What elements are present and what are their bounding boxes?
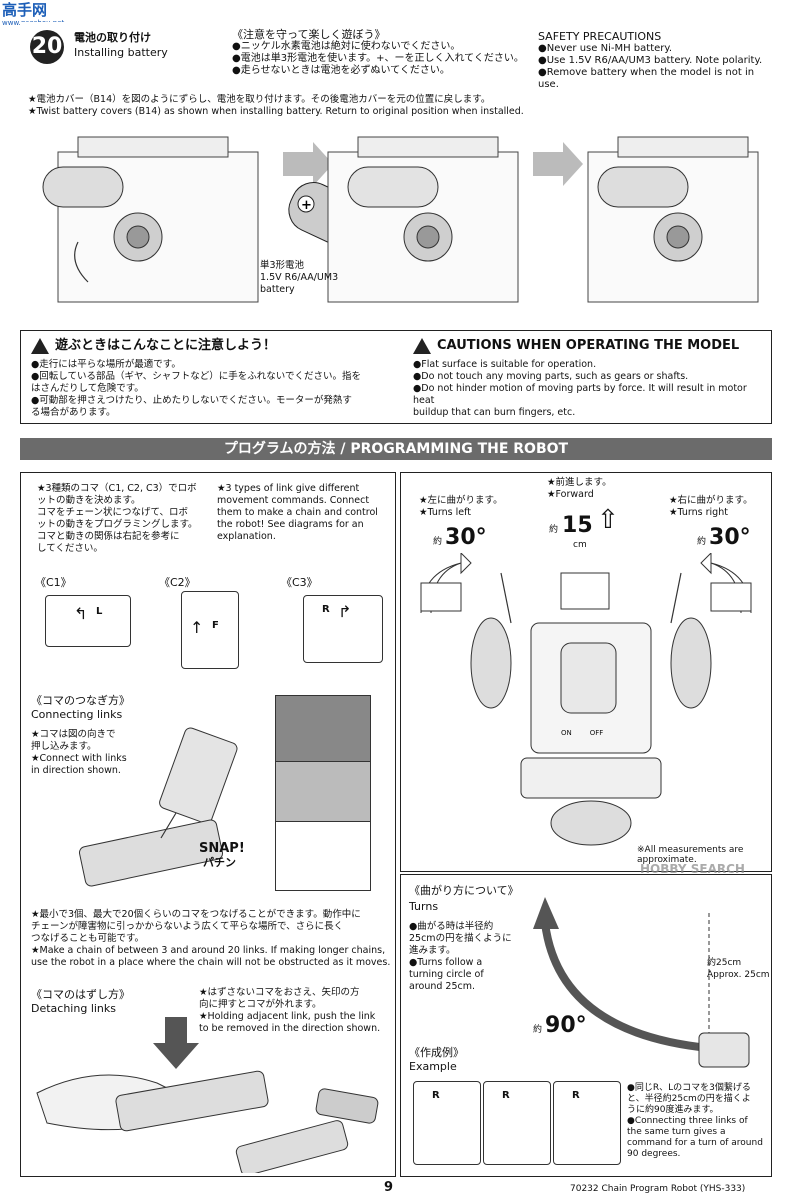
programming-right-panel: ★前進します。 ★Forward 約 15 cm ⇧ ★左に曲がります。 ★Tu… — [400, 472, 772, 872]
turn-left-label: ★左に曲がります。 ★Turns left — [419, 495, 503, 518]
page-number: 9 — [384, 1180, 394, 1195]
turn-radius-label: 約25cm Approx. 25cm — [707, 958, 770, 980]
example-title-jp: 《作成例》 — [409, 1046, 464, 1059]
section-header: プログラムの方法 / PROGRAMMING THE ROBOT — [20, 438, 772, 460]
battery-instr-en: ★Twist battery covers (B14) as shown whe… — [28, 106, 524, 117]
snap-label: SNAP! パチン — [199, 841, 245, 869]
forward-distance: 約 15 — [549, 513, 593, 538]
measure-note: ※All measurements are approximate. — [637, 845, 744, 865]
step-title-jp: 電池の取り付け — [74, 31, 151, 44]
cautions-jp: 遊ぶときはこんなことに注意しよう！ ●走行には平らな場所が最適です。 ●回転して… — [31, 338, 361, 418]
cautions-box: 遊ぶときはこんなことに注意しよう！ ●走行には平らな場所が最適です。 ●回転して… — [20, 330, 772, 424]
detaching-instr: ★はずさないコマをおさえ、矢印の方 向に押すとコマが外れます。 ★Holding… — [199, 987, 381, 1034]
link-c3: R ↱ — [303, 595, 383, 663]
connecting-illustration — [78, 727, 238, 887]
programming-left-panel: ★3種類のコマ（C1, C2, C3）でロボ ットの動きを決めます。 コマをチェ… — [20, 472, 396, 1177]
turning-arc-illustration — [533, 897, 750, 1068]
example-chain: R R R — [413, 1081, 621, 1165]
turns-title-en: Turns — [409, 900, 439, 913]
robot-chassis-drawing-1 — [42, 136, 259, 303]
warning-icon — [31, 338, 49, 354]
step-number-badge: 20 — [30, 30, 64, 64]
link-c1-label: 《C1》 — [35, 576, 72, 589]
power-switch: ON OFF — [561, 729, 604, 737]
cautions-en: CAUTIONS WHEN OPERATING THE MODEL ●Flat … — [413, 338, 747, 418]
forward-label: ★前進します。 ★Forward — [547, 477, 612, 500]
connecting-instr: ★コマは図の向きで 押し込みます。 ★Connect with links in… — [31, 729, 127, 776]
detaching-title-jp: 《コマのはずし方》 — [31, 988, 130, 1001]
forward-arrow-icon: ↑ — [190, 618, 204, 637]
link-c3-label: 《C3》 — [281, 576, 318, 589]
example-note: ●同じR、Lのコマを3個繋げる と、半径約25cmの円を描くよ うに約90度進み… — [627, 1083, 763, 1159]
turns-panel: 《曲がり方について》 Turns ●曲がる時は半径約 25cmの円を描くように … — [400, 874, 772, 1177]
robot-chassis-drawing-2 — [327, 136, 519, 303]
link-c1: ↰ L — [45, 595, 131, 647]
turns-instr: ●曲がる時は半径約 25cmの円を描くように 進みます。 ●Turns foll… — [409, 921, 512, 992]
hobby-search-watermark: HOBBY SEARCH — [640, 862, 745, 876]
step-title-en: Installing battery — [74, 46, 168, 59]
detaching-title-en: Detaching links — [31, 1002, 117, 1015]
turns-title-jp: 《曲がり方について》 — [409, 884, 519, 897]
example-link: R — [413, 1081, 481, 1165]
svg-text:+: + — [301, 198, 312, 213]
link-c2-label: 《C2》 — [159, 576, 196, 589]
arrow-gray-2 — [533, 142, 583, 186]
example-link: R — [483, 1081, 551, 1165]
arrow-gray-1 — [283, 142, 333, 186]
connecting-title-jp: 《コマのつなぎ方》 — [31, 694, 130, 707]
turn-angle: 約 90° — [533, 1013, 587, 1038]
connecting-title-en: Connecting links — [31, 708, 123, 721]
link-chain-stack — [275, 695, 371, 891]
example-link: R — [553, 1081, 621, 1165]
battery-instr-jp: ★電池カバー（B14）を図のようにずらし、電池を取り付けます。その後電池カバーを… — [28, 94, 491, 105]
forward-arrow-icon: ⇧ — [597, 505, 619, 535]
battery-step-box: 20 電池の取り付け Installing battery 《注意を守って楽しく… — [20, 22, 772, 327]
warning-icon — [413, 338, 431, 354]
battery-install-illustration: + − — [42, 136, 759, 303]
safety-en: SAFETY PRECAUTIONS ●Never use Ni-MH batt… — [538, 30, 763, 90]
forward-unit: cm — [573, 540, 587, 550]
turn-left-arrow-icon: ↰ — [74, 604, 88, 623]
intro-jp: ★3種類のコマ（C1, C2, C3）でロボ ットの動きを決めます。 コマをチェ… — [37, 483, 198, 554]
turn-right-arrow-icon: ↱ — [338, 602, 352, 621]
robot-top-view-illustration — [420, 553, 752, 846]
turn-left-angle: 約 30° — [433, 525, 487, 550]
footer-ref: 70232 Chain Program Robot (YHS-333) — [570, 1184, 746, 1194]
safety-jp: 《注意を守って楽しく遊ぼう》 ●ニッケル水素電池は絶対に使わないでください。 ●… — [232, 28, 524, 76]
chain-note: ★最小で3個、最大で20個くらいのコマをつなげることができます。動作中に チェー… — [31, 909, 391, 968]
example-title-en: Example — [409, 1060, 457, 1073]
battery-label: 単3形電池 1.5V R6/AA/UM3 battery — [260, 260, 339, 295]
intro-en: ★3 types of link give different movement… — [217, 483, 378, 542]
turn-right-angle: 約 30° — [697, 525, 751, 550]
detaching-illustration — [36, 1017, 379, 1173]
turn-right-label: ★右に曲がります。 ★Turns right — [669, 495, 753, 518]
link-c2: ↑ F — [181, 591, 239, 669]
robot-chassis-drawing-3 — [587, 136, 759, 303]
